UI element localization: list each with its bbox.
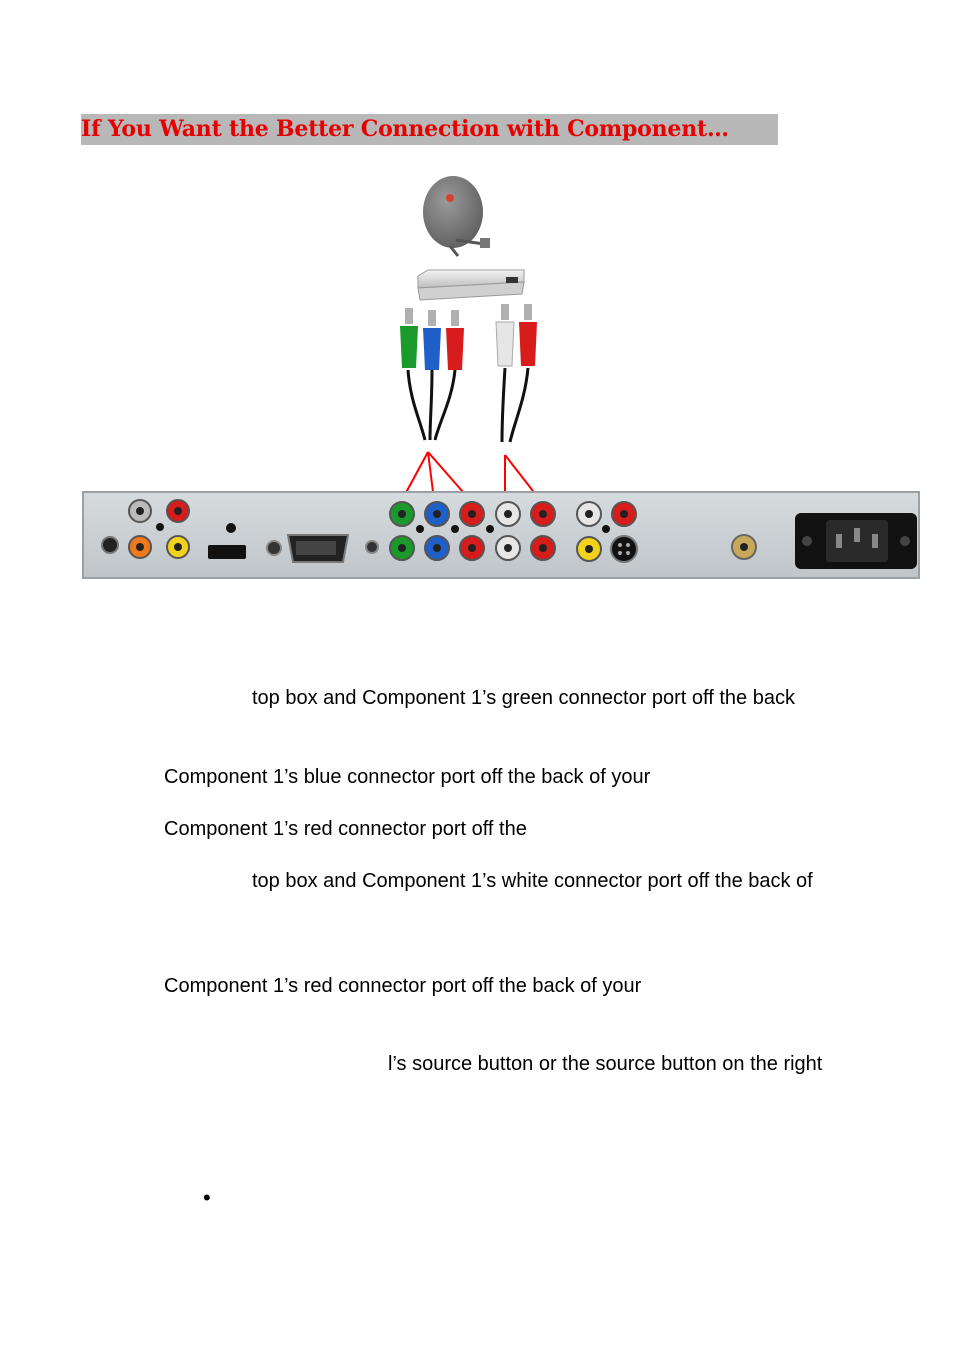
tv-back-panel-icon: [82, 491, 920, 579]
step-red-video-connection: Component 1’s red connector port off the: [164, 818, 527, 840]
component-ports: [389, 501, 556, 561]
section-heading: If You Want the Better Connection with C…: [81, 114, 778, 145]
step-green-connection: top box and Component 1’s green connecto…: [252, 687, 795, 709]
power-socket: [795, 513, 917, 569]
step-source-button: l’s source button or the source button o…: [388, 1053, 823, 1075]
vga-port: [286, 534, 350, 563]
step-white-audio-connection: top box and Component 1’s white connecto…: [252, 870, 813, 892]
usb-hdmi-ports: [208, 523, 282, 559]
av-svideo-ports: [576, 501, 638, 563]
step-blue-connection: Component 1’s blue connector port off th…: [164, 766, 651, 788]
left-av-ports: [101, 499, 190, 559]
bullet-point: •: [203, 1185, 211, 1210]
antenna-port: [731, 534, 757, 560]
satellite-dish-icon: [423, 176, 490, 257]
connection-diagram: [82, 176, 920, 579]
set-top-box-icon: [417, 269, 525, 301]
component-video-cable: [400, 308, 464, 441]
audio-cable: [495, 304, 537, 443]
step-red-audio-connection: Component 1’s red connector port off the…: [164, 975, 642, 997]
